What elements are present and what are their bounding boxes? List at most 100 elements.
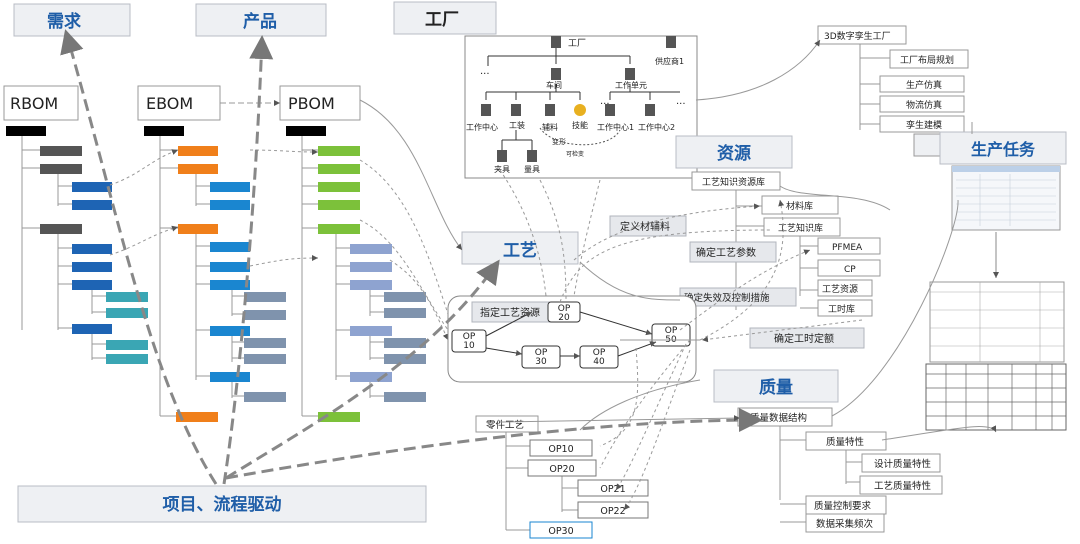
action-define-failure-label: 确定失效及控制措施 bbox=[684, 292, 770, 304]
header-factory: 工厂 bbox=[393, 1, 497, 35]
bom-link bbox=[301, 136, 318, 417]
bom-node bbox=[210, 242, 250, 252]
resource-man-hour-label: 工时库 bbox=[828, 303, 855, 315]
dotted-connectors bbox=[499, 169, 863, 511]
ft-workshop: 车间 bbox=[546, 80, 562, 90]
bom-node bbox=[244, 310, 286, 320]
quality-characteristic: 质量特性 bbox=[805, 431, 887, 451]
bom-node bbox=[318, 146, 360, 156]
pbom-label: PBOM bbox=[288, 94, 335, 113]
part-process-label: 零件工艺 bbox=[486, 419, 524, 431]
header-production-task: 生产任务 bbox=[939, 131, 1067, 165]
quality-data-structure-label: 质量数据结构 bbox=[750, 412, 807, 424]
quality-frequency-label: 数据采集频次 bbox=[816, 518, 874, 530]
ft-fixture: 夹具 bbox=[494, 164, 510, 174]
project-flow-label: 项目、流程驱动 bbox=[163, 494, 282, 515]
ft-work-unit: 工作单元 bbox=[615, 80, 647, 90]
ft-supplier: 供应商1 bbox=[655, 56, 684, 66]
action-define-params-label: 确定工艺参数 bbox=[696, 246, 756, 259]
twin-item-label: 工厂布局规划 bbox=[900, 54, 954, 66]
header-quality: 质量 bbox=[713, 369, 839, 403]
ft-dots-2: ... bbox=[600, 96, 610, 107]
bom-node bbox=[244, 354, 286, 364]
bom-node bbox=[210, 262, 250, 272]
bom-node bbox=[72, 200, 112, 210]
header-factory-label: 工厂 bbox=[425, 10, 459, 30]
action-define-time: 确定工时定额 bbox=[749, 327, 865, 349]
ft-inspection: 可检变 bbox=[566, 150, 584, 158]
part-op-item: OP20 bbox=[527, 459, 597, 477]
bom-node bbox=[210, 200, 250, 210]
bom-node bbox=[318, 224, 360, 234]
process-card-doc bbox=[929, 281, 1065, 363]
ft-skill: 技能 bbox=[572, 120, 588, 130]
ft-measuring: 量具 bbox=[524, 165, 540, 174]
ft-work-center: 工作中心 bbox=[466, 122, 498, 132]
part-op-label: OP20 bbox=[549, 464, 574, 475]
ft-work-center-2: 工作中心2 bbox=[638, 122, 675, 132]
ft-dots-3: ... bbox=[676, 96, 686, 107]
resource-kb-label: 工艺知识资源库 bbox=[702, 176, 765, 188]
bom-node bbox=[244, 292, 286, 302]
resource-process-kb-label: 工艺知识库 bbox=[778, 222, 823, 234]
ft-deformation: 变形 bbox=[552, 137, 566, 146]
header-product-label: 产品 bbox=[243, 11, 277, 32]
quality-frequency: 数据采集频次 bbox=[805, 513, 885, 533]
bom-node bbox=[350, 280, 392, 290]
twin-item: 物流仿真 bbox=[879, 95, 965, 113]
bom-link bbox=[335, 234, 350, 380]
ebom-box: EBOM bbox=[137, 85, 221, 121]
bom-node bbox=[210, 182, 250, 192]
part-process: 零件工艺 bbox=[475, 415, 539, 433]
inspection-sheet-doc bbox=[925, 363, 1067, 431]
part-op-label: OP30 bbox=[548, 526, 573, 537]
ebom-label: EBOM bbox=[146, 94, 193, 113]
bom-node bbox=[384, 354, 426, 364]
bom-link bbox=[57, 174, 72, 206]
bom-node bbox=[72, 324, 112, 334]
quality-control-label: 质量控制要求 bbox=[814, 500, 872, 512]
resource-material: 材料库 bbox=[761, 195, 839, 215]
quality-process: 工艺质量特性 bbox=[859, 475, 943, 495]
header-demand-label: 需求 bbox=[47, 11, 81, 32]
part-op-item: OP10 bbox=[529, 439, 593, 457]
ft-aux: 辅料 bbox=[542, 122, 558, 132]
bom-node bbox=[318, 164, 360, 174]
thin-connectors bbox=[359, 39, 997, 441]
part-op-label: OP10 bbox=[548, 444, 573, 455]
quality-design: 设计质量特性 bbox=[861, 453, 941, 473]
op-node-label: OP bbox=[593, 348, 606, 358]
quality-data-structure: 质量数据结构 bbox=[737, 407, 833, 427]
twin-item-label: 生产仿真 bbox=[906, 79, 942, 91]
header-resource: 资源 bbox=[675, 135, 793, 169]
quality-design-label: 设计质量特性 bbox=[874, 458, 932, 470]
bom-node bbox=[40, 224, 82, 234]
bom-node bbox=[350, 244, 392, 254]
resource-pfmea-label: PFMEA bbox=[832, 243, 863, 253]
twin-item: 生产仿真 bbox=[879, 75, 965, 93]
ft-dots-1: ... bbox=[480, 66, 490, 77]
resource-pfmea: PFMEA bbox=[817, 237, 881, 255]
bom-node bbox=[318, 200, 360, 210]
part-op-item: OP22 bbox=[577, 501, 649, 519]
op-node-label: OP bbox=[463, 332, 476, 342]
resource-cp-label: CP bbox=[844, 265, 856, 275]
bom-node bbox=[244, 338, 286, 348]
resource-process-kb: 工艺知识库 bbox=[763, 217, 841, 237]
bom-link bbox=[91, 290, 106, 360]
header-demand: 需求 bbox=[13, 3, 131, 37]
bom-node bbox=[244, 392, 286, 402]
op-node-label: OP bbox=[665, 326, 678, 336]
bom-node bbox=[106, 292, 148, 302]
header-production-task-label: 生产任务 bbox=[971, 140, 1036, 159]
quality-process-label: 工艺质量特性 bbox=[874, 480, 932, 492]
op-node-label: 40 bbox=[593, 357, 605, 367]
bom-node bbox=[384, 338, 426, 348]
resource-man-hour: 工时库 bbox=[817, 299, 873, 317]
op-node-label: 30 bbox=[535, 357, 547, 367]
task-screenshot bbox=[951, 165, 1061, 231]
resource-kb: 工艺知识资源库 bbox=[691, 171, 781, 191]
header-quality-label: 质量 bbox=[759, 377, 793, 398]
